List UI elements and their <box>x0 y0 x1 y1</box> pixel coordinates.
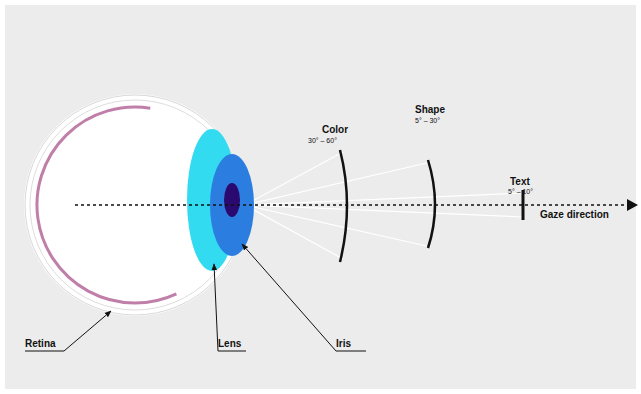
part-name: Retina <box>25 338 56 349</box>
angle-range: 5° – 10° <box>508 188 533 196</box>
part-name: Iris <box>336 338 351 349</box>
background-panel <box>5 5 636 389</box>
callout-leaders <box>25 244 366 351</box>
shape-field-arc <box>428 160 435 248</box>
color-field-arc <box>340 150 347 262</box>
angle-range: 5° – 30° <box>415 117 440 125</box>
angle-range: 30° – 60° <box>308 137 337 145</box>
field-name: Shape <box>415 104 445 115</box>
pupil-shape <box>224 183 240 217</box>
gaze-arrowhead <box>627 199 638 211</box>
gaze-line <box>75 204 628 205</box>
axis-label: Gaze direction <box>540 209 609 220</box>
field-name: Text <box>510 176 530 187</box>
part-name: Lens <box>218 338 241 349</box>
field-name: Color <box>322 124 348 135</box>
